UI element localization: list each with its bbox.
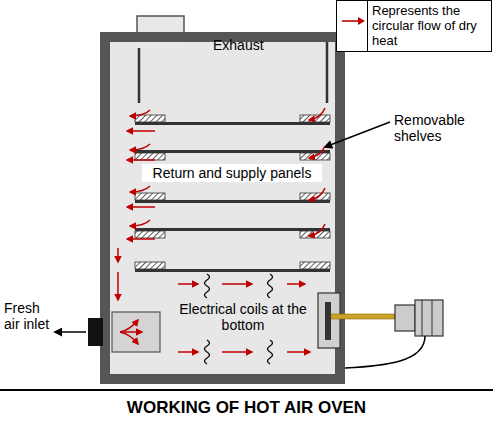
motor	[415, 300, 443, 336]
part-label: Return and supply panels	[142, 164, 322, 182]
fan-housing	[318, 293, 340, 348]
oven-chamber	[110, 42, 335, 374]
leader-line	[55, 331, 86, 333]
divider-line	[0, 389, 493, 391]
exhaust-opening	[137, 42, 184, 48]
diagram-title: WORKING OF HOT AIR OVEN	[0, 398, 493, 418]
power-wire	[345, 336, 425, 368]
duct-wall	[326, 42, 329, 103]
leader-line	[325, 122, 390, 147]
oven-wall	[100, 32, 345, 384]
legend-arrow	[341, 15, 367, 27]
motor-shaft	[331, 314, 395, 319]
motor	[395, 305, 415, 331]
motor	[422, 300, 423, 336]
legend-box: Represents the circular flow of dry heat	[336, 0, 492, 52]
part-label: Fresh air inlet	[4, 300, 50, 332]
legend-divider	[367, 1, 368, 51]
motor	[432, 300, 433, 336]
airflow-arrow	[118, 108, 325, 352]
fan-blade	[325, 302, 331, 340]
inlet-box	[112, 312, 160, 352]
shelves	[135, 115, 330, 272]
duct-wall	[138, 48, 141, 103]
part-label: Electrical coils at the bottom	[176, 301, 310, 333]
part-label: Exhaust	[213, 37, 293, 53]
part-label: Removable shelves	[394, 112, 486, 144]
legend-text: Represents the circular flow of dry heat	[372, 1, 491, 51]
inlet-port	[88, 318, 103, 346]
